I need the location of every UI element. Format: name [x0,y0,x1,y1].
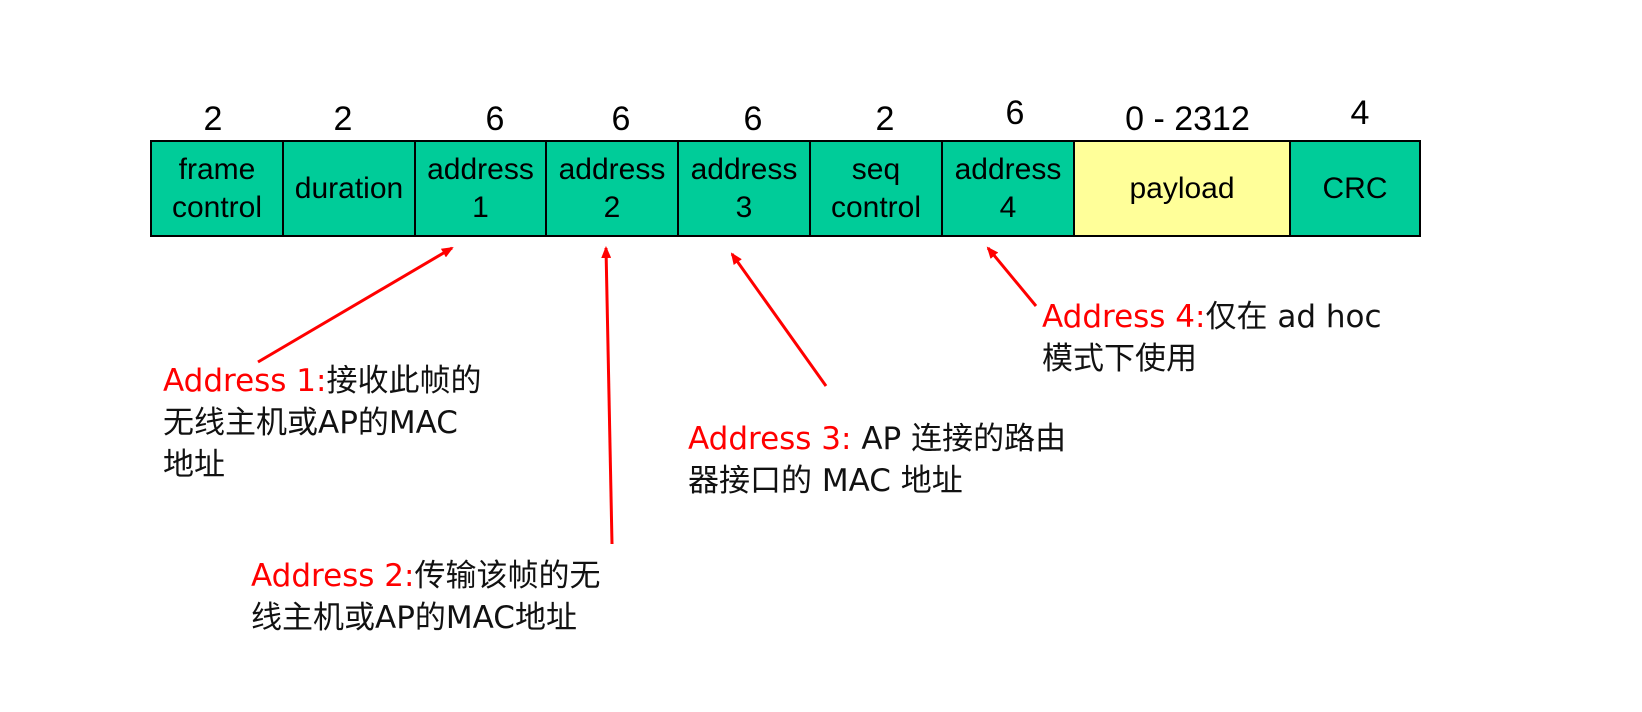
field-size-payload: 0 - 2312 [1125,100,1250,138]
annotation-address-3: Address 3: AP 连接的路由 器接口的 MAC 地址 [688,418,1148,502]
field-size-seq-control: 2 [875,100,895,138]
annotation-line: Address 4:仅在 ad hoc [1042,296,1462,338]
field-size-address-4: 6 [1005,94,1025,132]
field-address-2: address 2 [545,140,677,237]
field-size-address-2: 6 [611,100,631,138]
field-label: address 1 [427,152,534,224]
annotation-text: 仅在 ad hoc [1205,299,1382,335]
annotation-line: Address 2:传输该帧的无 [251,555,711,597]
arrow-address-2 [601,246,614,545]
annotation-highlight: Address 4: [1042,299,1206,335]
field-size-crc: 4 [1350,94,1370,132]
annotation-highlight: Address 1: [163,363,327,399]
annotation-line: 器接口的 MAC 地址 [688,463,963,499]
annotation-highlight: Address 2: [251,558,415,594]
field-label: address 2 [558,152,666,224]
annotation-line: 无线主机或AP的MAC [163,405,458,441]
field-seq-control: seq control [809,140,941,237]
annotation-address-1: Address 1:接收此帧的 无线主机或AP的MAC 地址 [163,360,543,486]
arrow-address-1 [257,246,454,364]
field-size-address-3: 6 [743,100,763,138]
field-payload: payload [1073,140,1289,237]
annotation-text: 传输该帧的无 [414,558,601,594]
field-frame-control: frame control [150,140,282,237]
arrow-address-3 [730,252,828,387]
annotation-address-2: Address 2:传输该帧的无 线主机或AP的MAC地址 [251,555,711,639]
field-label: duration [294,171,404,205]
field-label: payload [1129,171,1235,205]
annotation-line: Address 3: AP 连接的路由 [688,418,1148,460]
field-crc: CRC [1289,140,1421,237]
annotation-line: 线主机或AP的MAC地址 [251,600,577,636]
field-duration: duration [282,140,414,237]
field-label: CRC [1322,171,1388,205]
field-size-frame-control: 2 [203,100,223,138]
field-size-duration: 2 [333,100,353,138]
annotation-address-4: Address 4:仅在 ad hoc 模式下使用 [1042,296,1462,380]
field-label: address 4 [954,152,1062,224]
annotation-line: 地址 [163,447,225,483]
arrow-address-4 [986,246,1038,307]
annotation-line: Address 1:接收此帧的 [163,360,543,402]
field-label: seq control [830,152,922,224]
field-label: address 3 [690,152,798,224]
field-label: frame control [171,152,263,224]
field-address-3: address 3 [677,140,809,237]
annotation-line: 模式下使用 [1042,341,1197,377]
field-address-4: address 4 [941,140,1073,237]
field-address-1: address 1 [414,140,545,237]
annotation-text: 接收此帧的 [326,363,482,399]
annotation-highlight: Address 3: [688,421,852,457]
annotation-text: AP 连接的路由 [851,421,1067,457]
field-size-address-1: 6 [485,100,505,138]
